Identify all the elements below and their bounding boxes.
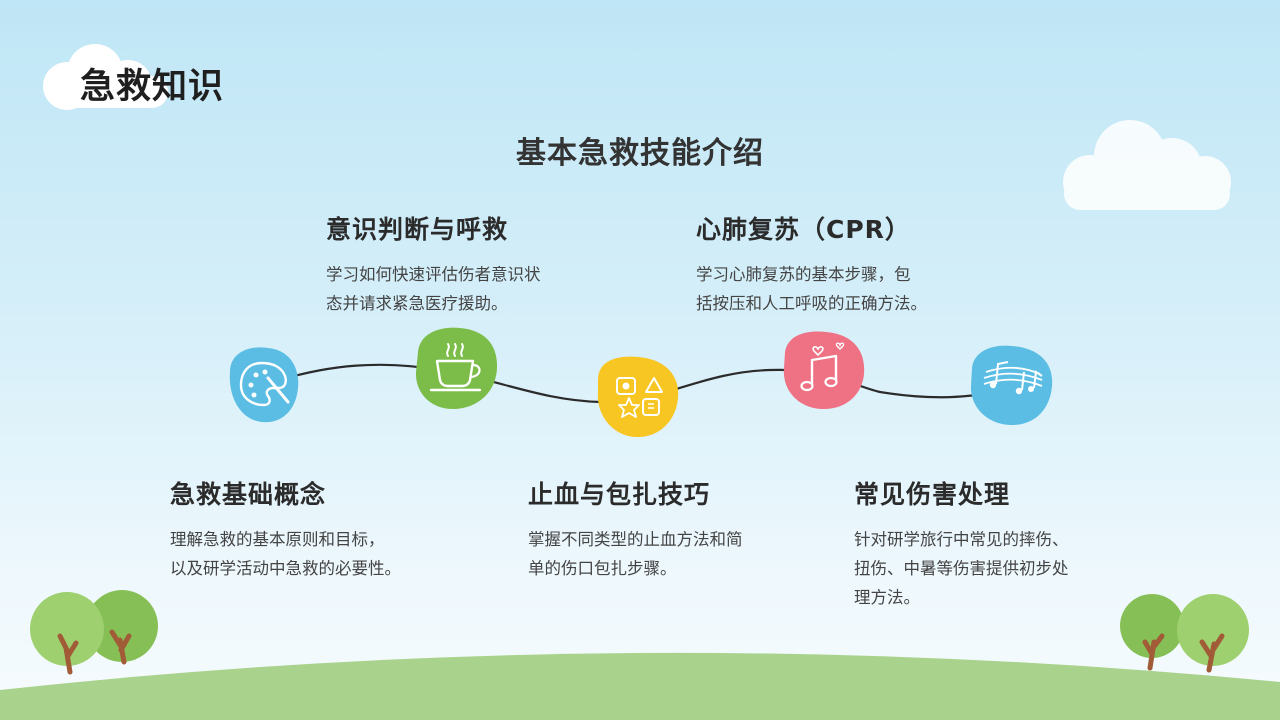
item-description: 学习如何快速评估伤者意识状 态并请求紧急医疗援助。 bbox=[326, 265, 541, 313]
item-description: 掌握不同类型的止血方法和简 单的伤口包扎步骤。 bbox=[528, 530, 743, 578]
item-description: 针对研学旅行中常见的摔伤、 扭伤、中暑等伤害提供初步处 理方法。 bbox=[854, 530, 1069, 607]
item-first-aid-basics: 急救基础概念 理解急救的基本原则和目标， 以及研学活动中急救的必要性。 bbox=[170, 475, 401, 583]
tree-right-front bbox=[1177, 594, 1249, 673]
item-cpr: 心肺复苏（CPR） 学习心肺复苏的基本步骤，包 括按压和人工呼吸的正确方法。 bbox=[696, 210, 927, 318]
item-bleeding-control: 止血与包扎技巧 掌握不同类型的止血方法和简 单的伤口包扎步骤。 bbox=[528, 475, 743, 583]
tree-left-back bbox=[86, 590, 158, 665]
palette-icon bbox=[229, 347, 299, 423]
item-description: 理解急救的基本原则和目标， 以及研学活动中急救的必要性。 bbox=[170, 530, 401, 578]
item-title: 急救基础概念 bbox=[170, 480, 327, 509]
item-title: 意识判断与呼救 bbox=[326, 215, 509, 244]
toy-blocks-icon bbox=[597, 356, 679, 438]
tree-left-front bbox=[30, 592, 104, 675]
item-description: 学习心肺复苏的基本步骤，包 括按压和人工呼吸的正确方法。 bbox=[696, 265, 927, 313]
tree-right-back bbox=[1120, 594, 1184, 671]
item-common-injuries: 常见伤害处理 针对研学旅行中常见的摔伤、 扭伤、中暑等伤害提供初步处 理方法。 bbox=[854, 475, 1069, 612]
music-note-icon bbox=[783, 331, 865, 410]
item-consciousness-check: 意识判断与呼救 学习如何快速评估伤者意识状 态并请求紧急医疗援助。 bbox=[326, 210, 541, 318]
item-title: 常见伤害处理 bbox=[854, 480, 1011, 509]
item-title: 止血与包扎技巧 bbox=[528, 480, 711, 509]
page-title: 急救知识 bbox=[80, 67, 225, 107]
section-subtitle: 基本急救技能介绍 bbox=[516, 136, 764, 171]
cloud-left bbox=[43, 44, 168, 110]
item-title: 心肺复苏（CPR） bbox=[696, 215, 911, 244]
grass-hill bbox=[0, 652, 1280, 720]
coffee-cup-icon bbox=[415, 327, 498, 410]
cloud-right bbox=[1063, 120, 1231, 210]
music-staff-icon bbox=[970, 345, 1053, 426]
